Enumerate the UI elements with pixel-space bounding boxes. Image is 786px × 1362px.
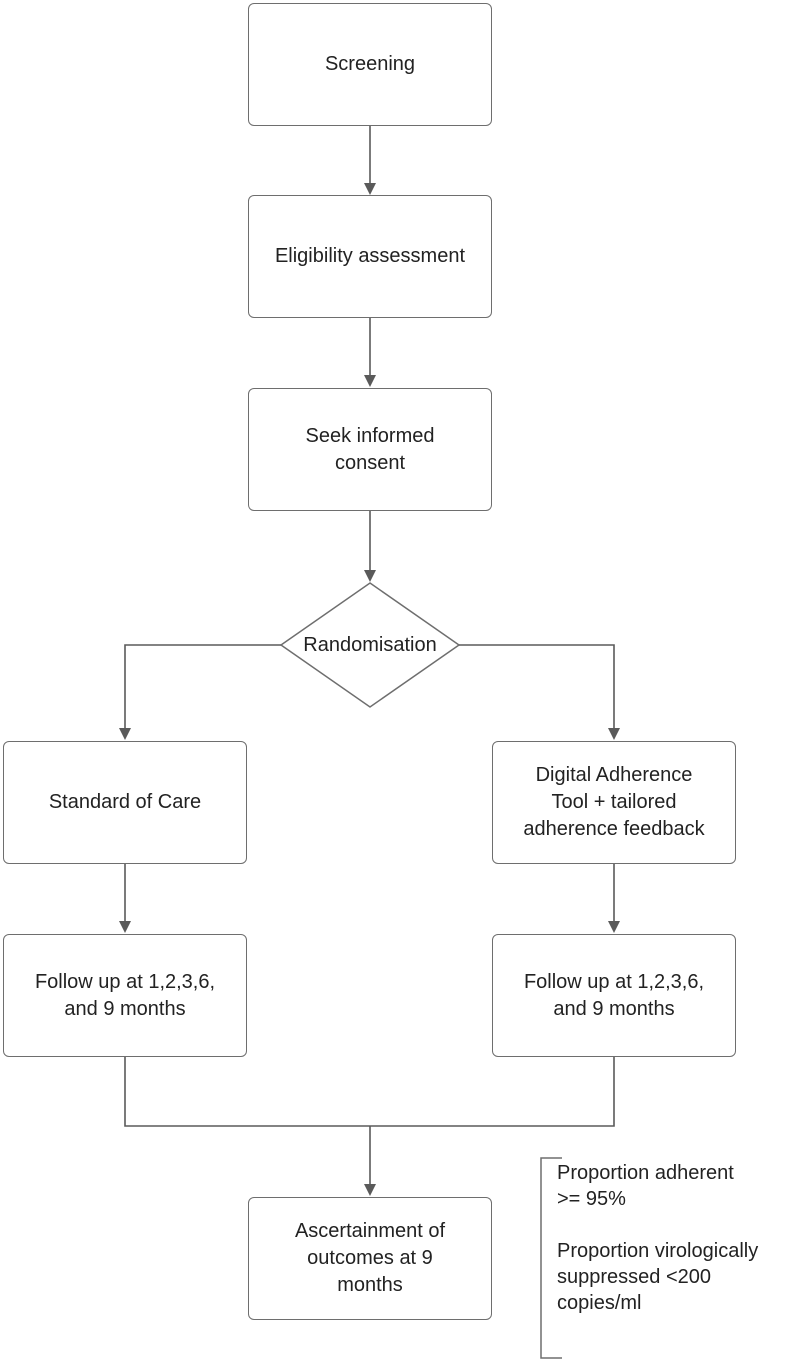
eligibility-box: Eligibility assessment xyxy=(248,195,492,318)
outcome-notes: Proportion adherent >= 95% Proportion vi… xyxy=(557,1160,783,1316)
right-followup-label: Follow up at 1,2,3,6, and 9 months xyxy=(523,970,705,1020)
arrow-randomisation-to-digital-tool xyxy=(459,644,620,740)
standard-care-label: Standard of Care xyxy=(48,791,202,813)
screening-label: Screening xyxy=(324,53,416,75)
arrow-randomisation-to-standard-care xyxy=(119,644,281,740)
consent-box: Seek informed consent xyxy=(248,388,492,511)
randomisation-label: Randomisation xyxy=(303,634,437,656)
right-followup-box: Follow up at 1,2,3,6, and 9 months xyxy=(492,934,736,1057)
eligibility-label: Eligibility assessment xyxy=(274,245,466,267)
primary-outcome-note: Proportion adherent >= 95% xyxy=(557,1162,734,1210)
secondary-outcome-note: Proportion virologically suppressed <200… xyxy=(557,1240,759,1314)
left-followup-box: Follow up at 1,2,3,6, and 9 months xyxy=(3,934,247,1057)
digital-tool-label: Digital Adherence Tool + tailored adhere… xyxy=(523,764,705,840)
digital-tool-box: Digital Adherence Tool + tailored adhere… xyxy=(492,741,736,864)
merge-connector xyxy=(124,1057,615,1127)
outcome-notes-bracket xyxy=(540,1157,562,1359)
standard-care-box: Standard of Care xyxy=(3,741,247,864)
randomisation-diamond xyxy=(279,582,461,708)
screening-box: Screening xyxy=(248,3,492,126)
consent-label: Seek informed consent xyxy=(305,424,435,474)
outcome-label: Ascertainment of outcomes at 9 months xyxy=(294,1220,446,1296)
left-followup-label: Follow up at 1,2,3,6, and 9 months xyxy=(34,970,216,1020)
outcome-box: Ascertainment of outcomes at 9 months xyxy=(248,1197,492,1320)
randomisation-label-wrap: Randomisation xyxy=(281,630,459,660)
